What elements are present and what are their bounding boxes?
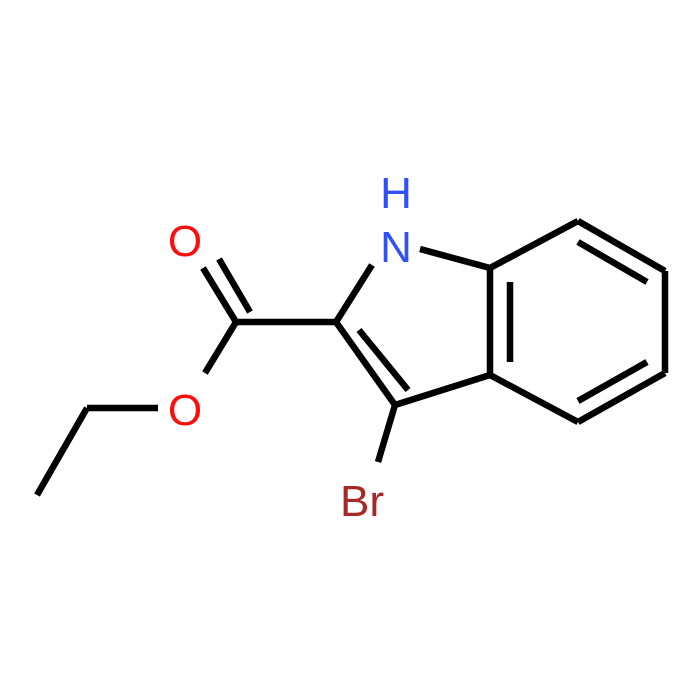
ester-oxygen-label: O	[168, 386, 202, 435]
bond-c-o-carbonyl-1	[200, 266, 239, 324]
bond-n1-c2	[333, 263, 375, 324]
atom-labels: H N O O Br	[168, 169, 412, 526]
bond-c7a-c7	[488, 218, 580, 271]
bond-c3-br	[374, 404, 399, 463]
bond-ch2-ch3	[34, 406, 90, 497]
bond-c7-c6	[576, 218, 667, 274]
carbonyl-oxygen-label: O	[168, 217, 202, 266]
bond-inner-c7-c6	[576, 239, 649, 285]
bond-c2-c3-double	[356, 327, 411, 393]
bonds	[34, 218, 669, 497]
bond-c-o-carbonyl-2	[216, 257, 253, 314]
bond-c-o-ester	[202, 320, 239, 375]
bromine-label: Br	[340, 477, 384, 526]
hydrogen-label: H	[380, 169, 412, 218]
nitrogen-label: N	[380, 223, 412, 272]
bond-c5-c4	[576, 370, 667, 425]
bond-inner-c5-c4	[576, 359, 649, 404]
bond-c3-c3a	[394, 371, 491, 409]
bond-c4-c3a	[488, 372, 580, 425]
bond-c7a-n1	[419, 245, 491, 272]
bond-c2-c3	[333, 320, 398, 407]
